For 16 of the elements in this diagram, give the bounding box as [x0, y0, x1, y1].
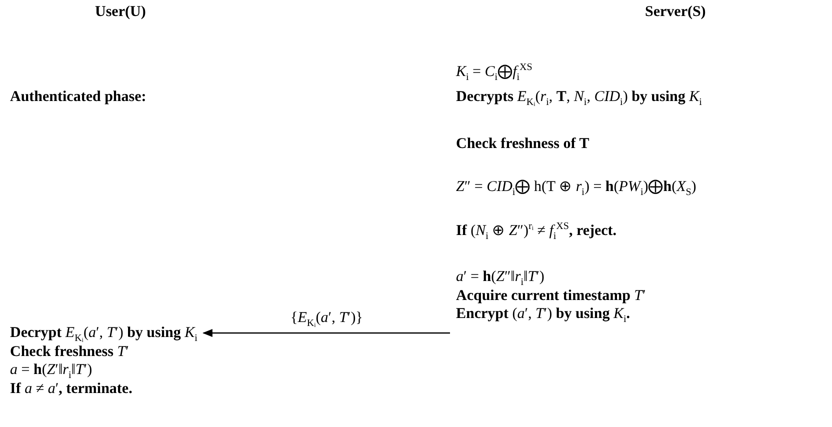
protocol-step: Encrypt (a′, T′) by using K$_{i}$. [456, 305, 646, 324]
arrow [202, 329, 450, 337]
phase-heading: Authenticated phase: [10, 88, 146, 106]
protocol-step: Decrypt E$_{Kᵢ}$(a′, T′) by using K$_{i}$ [10, 324, 198, 342]
protocol-step: Check freshness T′ [10, 342, 198, 361]
column-heading: User(U) [95, 3, 146, 21]
edge-label: {E$_{Kᵢ}$(a′, T′)} [290, 309, 363, 327]
protocol-step: Decrypts E$_{Kᵢ}$(r$_{i}$, T, N$_{i}$, CID$_{i}$) by using K$_{i}$ [456, 88, 702, 106]
protocol-step: Z″ = CID$_{i}$⨁ h(T ⊕ r$_{i}$) = h(PW$_{i}$)⨁h(X$_{S}$) [456, 178, 696, 196]
column-heading: Server(S) [645, 3, 706, 21]
protocol-step: Check freshness of T [456, 135, 590, 153]
protocol-step: a′ = h(Z″‖r$_{i}$‖T′) [456, 268, 646, 286]
protocol-step: If (N$_{i}$ ⊕ Z″)$^{rᵢ}$ ≠ f$_{i}$$^{XS}$, reject. [456, 222, 617, 240]
protocol-step: If a ≠ a′, terminate. [10, 380, 198, 398]
protocol-step: a = h(Z′‖r$_{i}$‖T′) [10, 361, 198, 380]
protocol-step: Acquire current timestamp T′ [456, 286, 646, 305]
